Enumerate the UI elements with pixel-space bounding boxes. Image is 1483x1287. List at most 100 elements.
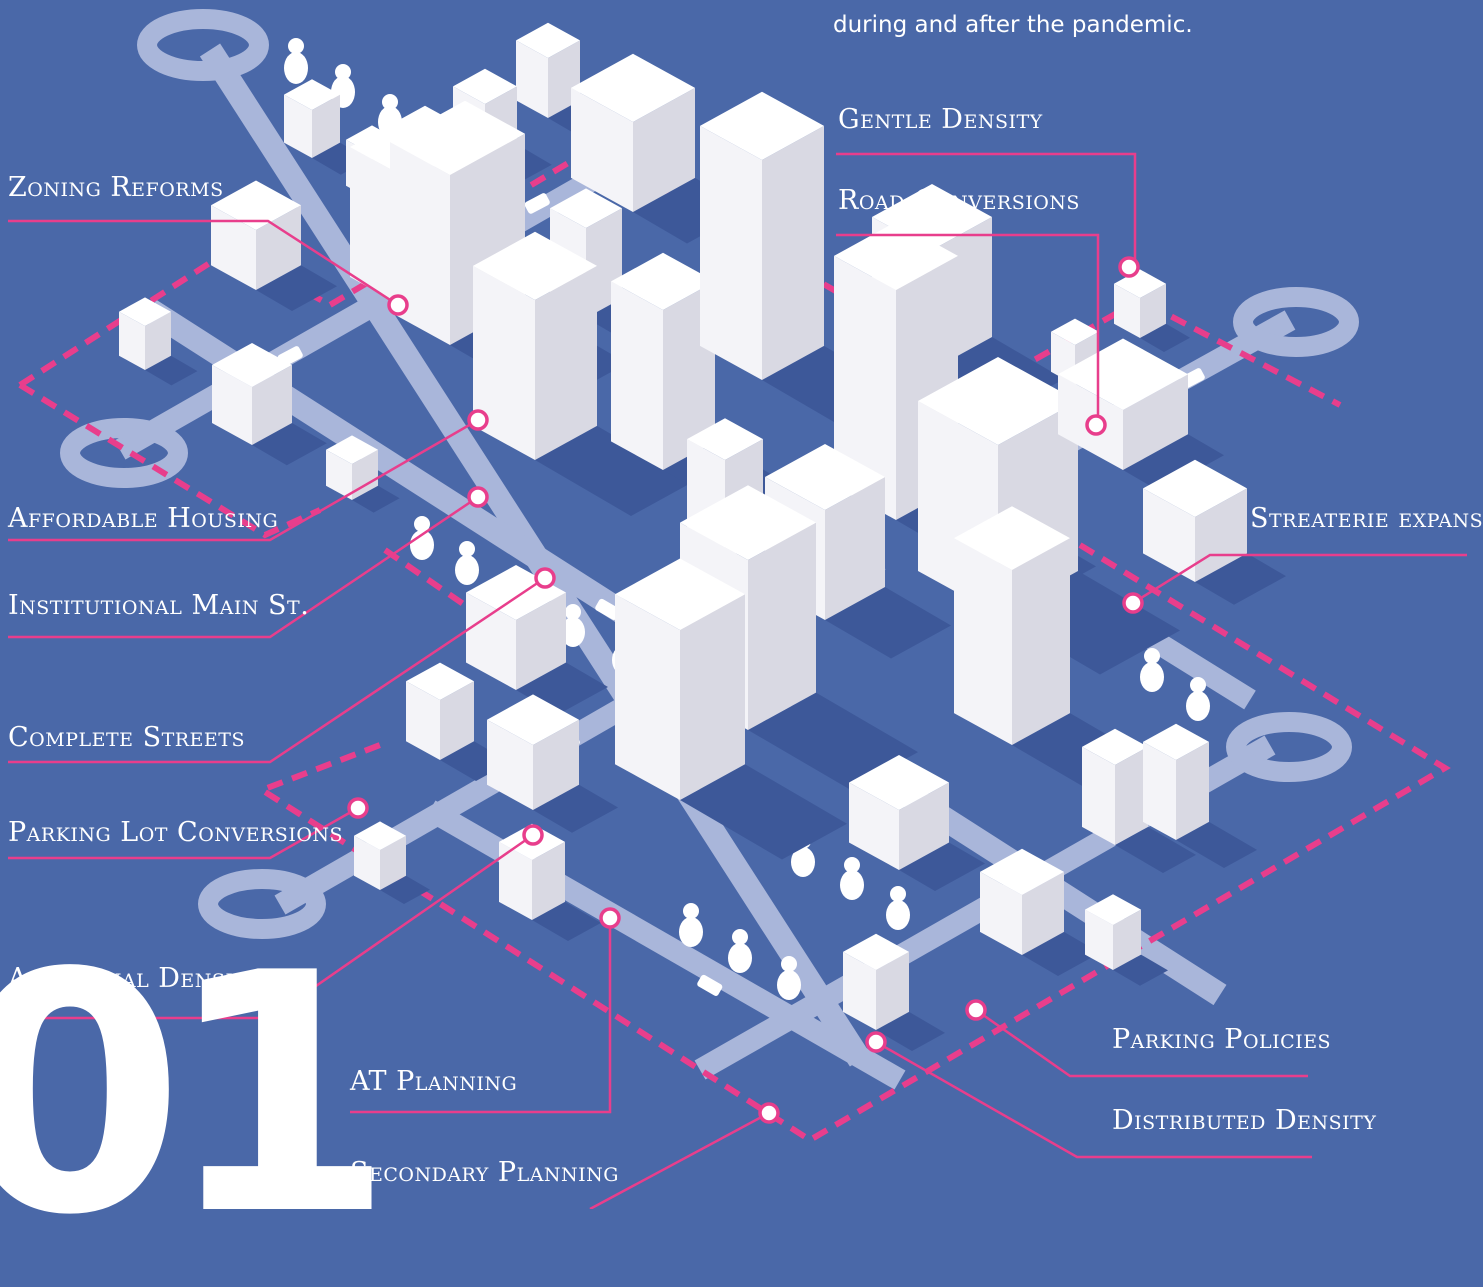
label-parking-lot-conversions: Parking Lot Conversions xyxy=(8,817,344,848)
building-shadow xyxy=(145,355,198,386)
building-face-right xyxy=(1176,741,1209,840)
callout-markers xyxy=(347,256,1144,1124)
tree-icon xyxy=(728,929,752,973)
label-additional-density: Additional Density xyxy=(8,963,260,994)
building-face-right xyxy=(899,782,949,870)
building xyxy=(680,485,918,790)
label-institutional-main-st: Institutional Main St. xyxy=(8,590,310,621)
label-road-conversions: Road Conversions xyxy=(838,185,1080,216)
building-face-left xyxy=(212,365,252,445)
building xyxy=(499,823,601,941)
building-roof xyxy=(918,357,1078,445)
building-roof xyxy=(700,91,824,160)
building-roof xyxy=(453,68,517,104)
building xyxy=(1114,269,1190,352)
building xyxy=(1143,459,1286,605)
building-roof xyxy=(611,252,715,310)
building-face-right xyxy=(680,594,745,800)
building-roof xyxy=(212,343,292,387)
label-at-planning: AT Planning xyxy=(350,1066,518,1097)
building-face-right xyxy=(1140,283,1166,338)
building-face-right xyxy=(1115,746,1148,845)
tree-icon xyxy=(410,516,434,560)
building-face-left xyxy=(954,538,1012,745)
label-parking-policies: Parking Policies xyxy=(1112,1024,1332,1055)
building-face-right xyxy=(748,522,816,730)
building-shadow xyxy=(532,901,601,941)
tree-icon xyxy=(886,886,910,930)
building-face-right xyxy=(1195,488,1247,582)
zone-outlines xyxy=(18,146,1451,1144)
building xyxy=(1085,894,1168,986)
building-roof xyxy=(571,53,695,122)
building-roof xyxy=(550,188,622,228)
building-face-right xyxy=(516,592,566,690)
building xyxy=(354,821,430,904)
building-face-left xyxy=(843,951,876,1030)
building xyxy=(119,297,198,386)
building-face-left xyxy=(354,835,380,890)
label-secondary-planning: Secondary Planning xyxy=(350,1157,619,1188)
building-roof xyxy=(615,558,745,630)
tree-icon xyxy=(455,541,479,585)
building xyxy=(473,231,693,516)
building xyxy=(849,755,985,891)
building-face-right xyxy=(633,87,695,212)
building-shadow xyxy=(380,875,430,904)
building xyxy=(284,79,369,175)
building xyxy=(843,933,945,1051)
building-roof xyxy=(390,100,525,175)
building-face-left xyxy=(1143,741,1176,840)
building-face-left xyxy=(611,281,663,470)
building xyxy=(615,558,847,860)
tree-icon xyxy=(840,857,864,900)
building xyxy=(1058,338,1224,491)
building-face-left xyxy=(466,592,516,690)
building-shadow xyxy=(899,842,985,891)
building-face-right xyxy=(535,265,597,460)
building-face-left xyxy=(211,205,256,290)
building-face-left xyxy=(615,594,680,800)
building-shadow xyxy=(748,692,918,790)
marker-institutional-main-st xyxy=(467,486,489,508)
tree-icon xyxy=(1186,677,1210,721)
building-roof xyxy=(326,435,378,464)
building-face-left xyxy=(700,125,762,381)
label-zoning-reforms: Zoning Reforms xyxy=(8,172,224,203)
building-face-right xyxy=(532,841,565,920)
building-face-right xyxy=(1022,871,1064,955)
marker-parking-lot-conversions xyxy=(347,797,369,819)
building-roof xyxy=(849,755,949,810)
building-face-left xyxy=(849,782,899,870)
roundabouts xyxy=(60,9,1359,939)
building-shadow xyxy=(825,587,951,659)
building-roof xyxy=(954,506,1070,570)
car-icon xyxy=(595,598,621,620)
building-face-left xyxy=(499,841,532,920)
isometric-city-diagram xyxy=(8,9,1467,1209)
building-roof xyxy=(765,444,885,510)
label-gentle-density: Gentle Density xyxy=(838,104,1043,135)
building-shadow xyxy=(352,485,400,513)
building-roof xyxy=(487,694,579,745)
building xyxy=(211,180,337,311)
building-shadow xyxy=(1022,931,1100,976)
building-face-left xyxy=(980,871,1022,955)
building-shadow xyxy=(876,1011,945,1051)
building-roof xyxy=(473,231,597,300)
building-face-left xyxy=(487,719,533,810)
building-roof xyxy=(680,485,816,560)
building-face-left xyxy=(1085,909,1113,970)
building-shadow xyxy=(1140,323,1190,352)
building-roof xyxy=(354,821,406,850)
building xyxy=(1082,728,1196,873)
building-face-left xyxy=(1082,746,1115,845)
building-face-right xyxy=(145,311,171,370)
building xyxy=(980,848,1100,976)
building-face-right xyxy=(825,477,885,620)
building-face-right xyxy=(252,365,292,445)
marker-additional-density xyxy=(522,824,544,846)
building-face-left xyxy=(119,311,145,370)
building-roof xyxy=(1058,338,1188,410)
building-roof xyxy=(1085,894,1141,925)
